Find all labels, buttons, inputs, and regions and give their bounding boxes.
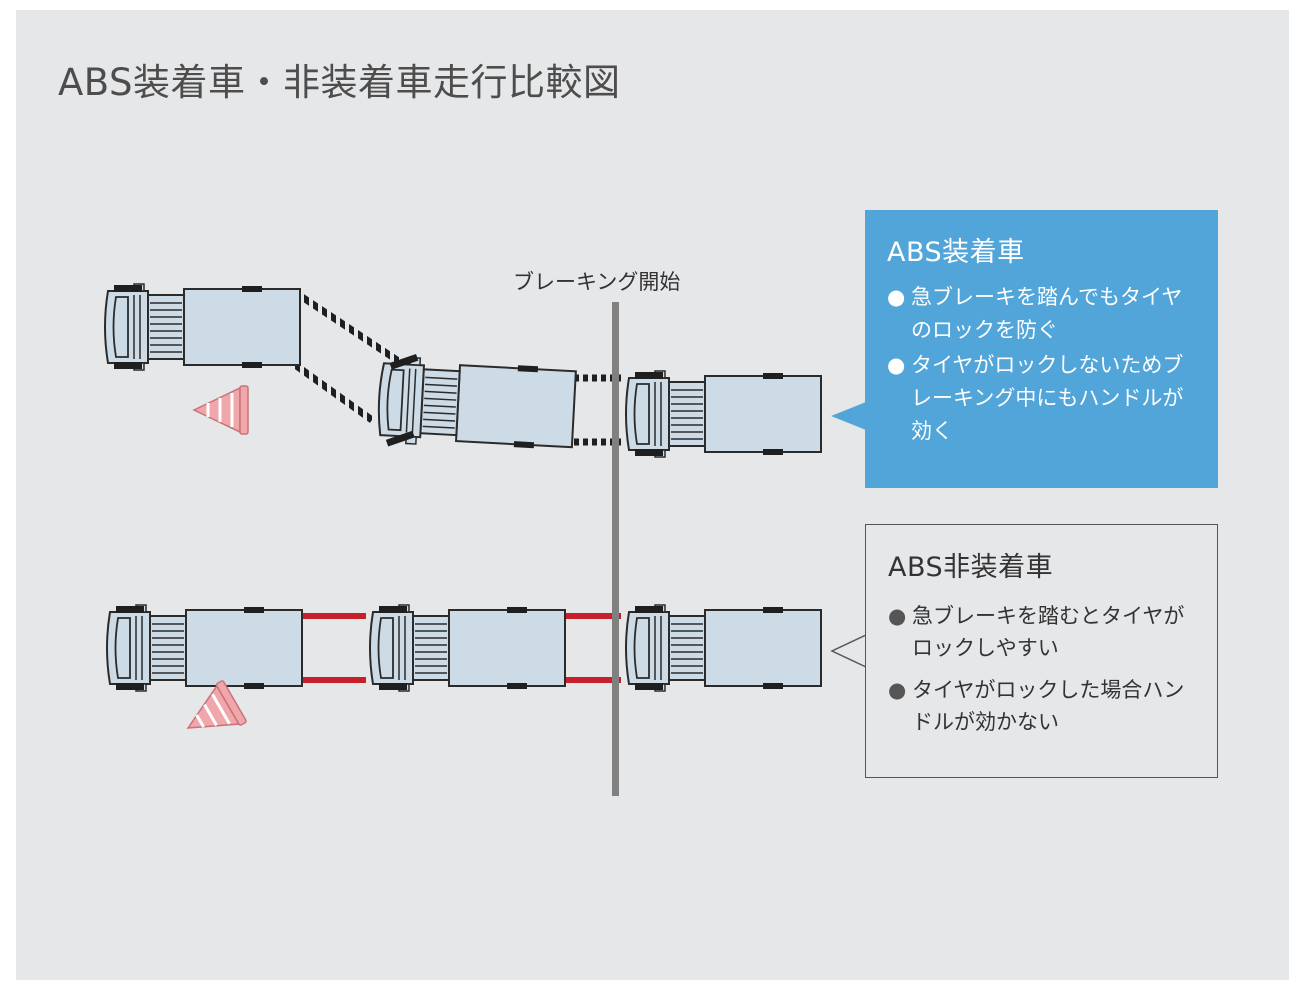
traffic-cone-icon [192, 384, 250, 436]
truck-icon [106, 604, 303, 692]
braking-start-line [612, 302, 619, 796]
nonabs-callout-pointer [830, 634, 867, 668]
list-item-text: タイヤがロックした場合ハンドルが効かない [912, 678, 1185, 734]
bullet-icon: ● [887, 353, 906, 377]
bullet-icon: ● [888, 604, 907, 628]
abs-callout-pointer [831, 402, 866, 430]
abs-callout-heading: ABS装着車 [887, 237, 1025, 268]
abs-track [288, 294, 621, 446]
nonabs-callout-list: ● 急ブレーキを踏むとタイヤがロックしやすい ● タイヤがロックした場合ハンドル… [888, 600, 1197, 738]
truck-icon [104, 283, 301, 371]
list-item: ● タイヤがロックした場合ハンドルが効かない [888, 674, 1197, 738]
page-title: ABS装着車・非装着車走行比較図 [58, 61, 621, 104]
list-item: ● 急ブレーキを踏むとタイヤがロックしやすい [888, 600, 1197, 664]
abs-callout-list: ● 急ブレーキを踏んでもタイヤのロックを防ぐ ● タイヤがロックしないためブレー… [887, 281, 1198, 448]
list-item-text: タイヤがロックしないためブレーキング中にもハンドルが効く [911, 353, 1184, 443]
nonabs-track [302, 613, 621, 683]
nonabs-callout: ABS非装着車 ● 急ブレーキを踏むとタイヤがロックしやすい ● タイヤがロック… [865, 524, 1218, 778]
traffic-cone-icon [174, 678, 249, 751]
diagram-panel: ABS装着車・非装着車走行比較図 [16, 10, 1289, 980]
truck-icon [625, 370, 822, 458]
list-item-text: 急ブレーキを踏むとタイヤがロックしやすい [912, 604, 1185, 660]
bullet-icon: ● [887, 285, 906, 309]
nonabs-callout-heading: ABS非装着車 [888, 552, 1054, 583]
abs-callout: ABS装着車 ● 急ブレーキを踏んでもタイヤのロックを防ぐ ● タイヤがロックし… [865, 210, 1218, 488]
truck-icon [369, 604, 566, 692]
comparison-diagram [104, 283, 867, 796]
list-item: ● 急ブレーキを踏んでもタイヤのロックを防ぐ [887, 281, 1198, 347]
list-item: ● タイヤがロックしないためブレーキング中にもハンドルが効く [887, 349, 1198, 448]
truck-icon [625, 604, 822, 692]
truck-icon [375, 351, 578, 458]
bullet-icon: ● [888, 678, 907, 702]
braking-start-label: ブレーキング開始 [513, 270, 681, 294]
list-item-text: 急ブレーキを踏んでもタイヤのロックを防ぐ [911, 285, 1183, 342]
